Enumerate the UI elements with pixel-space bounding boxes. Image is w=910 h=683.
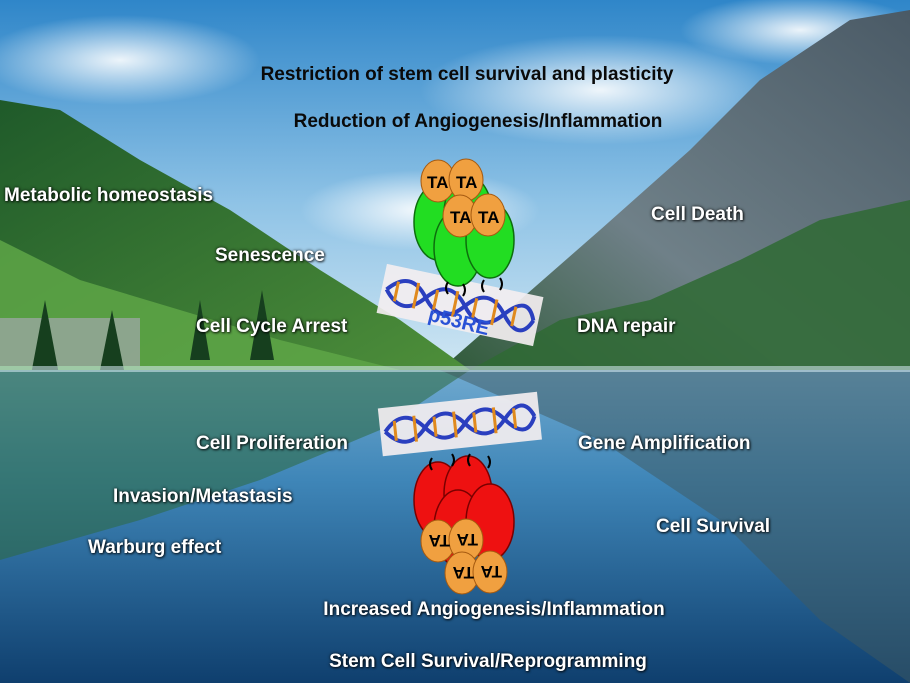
- ta-label: TA: [453, 563, 474, 582]
- label-gene-amplification: Gene Amplification: [578, 433, 751, 454]
- ta-label: TA: [481, 562, 502, 581]
- bottom-label-angiogenesis: Increased Angiogenesis/Inflammation: [323, 599, 665, 620]
- shoreline: [0, 366, 910, 372]
- dna-binding-tails: [445, 277, 503, 297]
- label-metabolic-homeostasis: Metabolic homeostasis: [4, 185, 214, 206]
- label-cell-death: Cell Death: [651, 204, 744, 225]
- label-cell-survival: Cell Survival: [656, 516, 771, 537]
- dna-binding-tails: [429, 453, 491, 471]
- mutant-p53-tetramer: TA TA TA TA: [413, 453, 515, 595]
- bottom-label-stem-cell: Stem Cell Survival/Reprogramming: [329, 651, 647, 672]
- ta-domain: [470, 193, 506, 237]
- label-senescence: Senescence: [215, 245, 325, 266]
- wild-type-p53-tetramer: TA TA TA TA: [413, 158, 515, 297]
- dna-lower-box: [377, 391, 542, 457]
- ta-label: TA: [478, 208, 499, 227]
- top-label-angiogenesis: Reduction of Angiogenesis/Inflammation: [293, 111, 663, 132]
- ta-domain: [472, 550, 508, 594]
- label-dna-repair: DNA repair: [577, 316, 676, 337]
- label-invasion-metastasis: Invasion/Metastasis: [113, 486, 293, 507]
- cloud: [0, 15, 260, 105]
- label-cell-proliferation: Cell Proliferation: [196, 433, 349, 454]
- cloud: [420, 35, 780, 145]
- ta-label: TA: [427, 173, 448, 192]
- ta-label: TA: [456, 173, 477, 192]
- ta-label: TA: [429, 531, 450, 550]
- dna-upper: [376, 263, 544, 347]
- ta-label: TA: [450, 208, 471, 227]
- top-label-stem-cell: Restriction of stem cell survival and pl…: [260, 64, 674, 85]
- tree-line: [30, 290, 274, 380]
- ta-label: TA: [457, 530, 478, 549]
- right-reflection: [440, 370, 910, 683]
- label-cell-cycle-arrest: Cell Cycle Arrest: [196, 316, 348, 337]
- left-reflection: [0, 370, 470, 560]
- dna-lower: [377, 391, 542, 457]
- label-warburg-effect: Warburg effect: [88, 537, 222, 558]
- right-mountain-forest: [470, 200, 910, 370]
